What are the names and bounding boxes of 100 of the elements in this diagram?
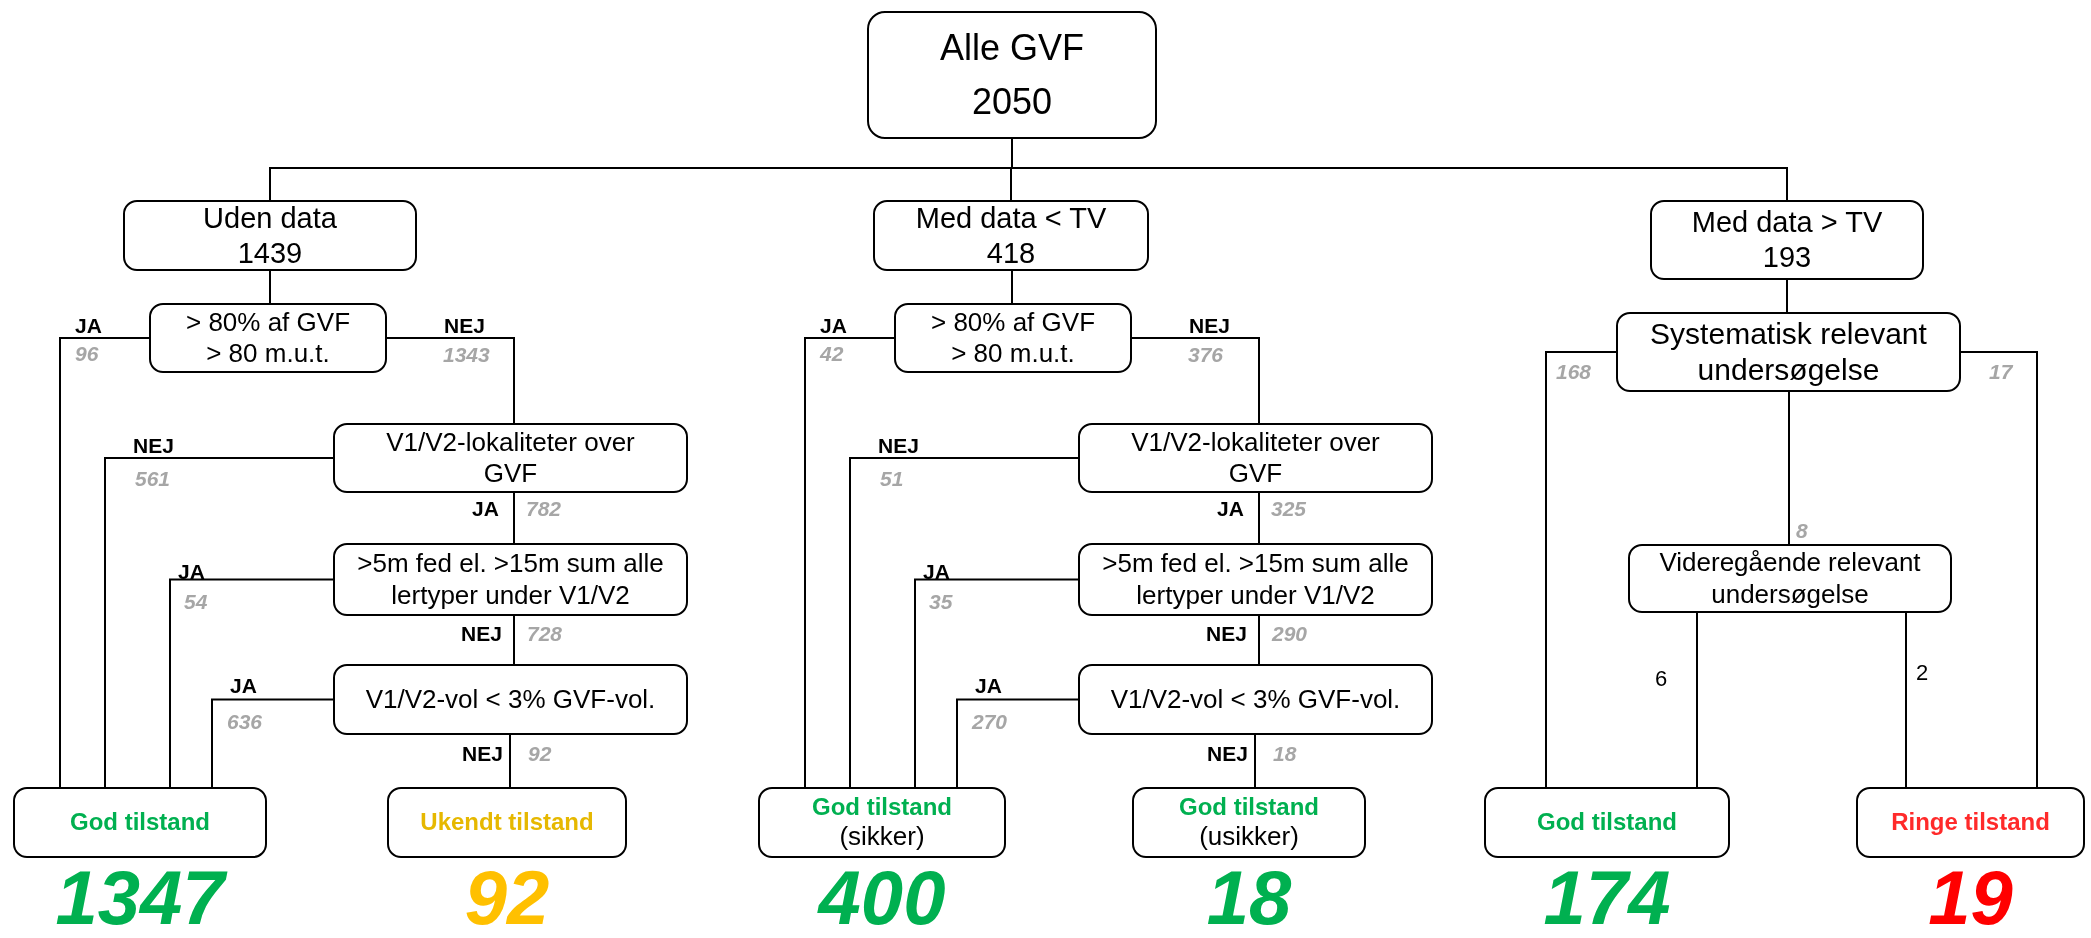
connector-line: [849, 457, 1079, 788]
connector-line: [269, 270, 271, 304]
category-box: [873, 200, 1149, 271]
count-label: 636: [227, 711, 263, 732]
decision-box: [894, 303, 1132, 373]
edge-label: JA: [820, 315, 847, 336]
node-text: V1/V2-lokaliteter over GVF: [385, 426, 636, 490]
edge-label: NEJ: [1206, 623, 1247, 644]
node-text: Alle GVF: [939, 26, 1084, 70]
result-box: [387, 787, 627, 858]
edge-label: JA: [75, 315, 102, 336]
total-count: 92: [463, 860, 551, 936]
total-count: 400: [816, 860, 947, 936]
edge-label: JA: [472, 498, 499, 519]
root-box: [867, 11, 1157, 139]
result-label: God tilstand: [812, 792, 952, 822]
connector-line: [1786, 279, 1788, 313]
decision-box: [1078, 664, 1433, 735]
count-label: 54: [184, 591, 208, 612]
category-box: [123, 200, 417, 271]
result-note: (usikker): [1199, 821, 1299, 853]
decision-box: [1616, 312, 1961, 392]
total-count: 174: [1542, 860, 1672, 936]
decision-box: [333, 543, 688, 616]
result-box: [13, 787, 267, 858]
connector-line: [509, 734, 511, 788]
node-text: > 80 m.u.t.: [951, 338, 1075, 370]
node-text: Videregående relevant undersøgelse: [1658, 547, 1922, 610]
edge-label: JA: [230, 675, 257, 696]
node-text: Med data < TV: [915, 200, 1107, 236]
edge-label: NEJ: [878, 435, 919, 456]
count-label: 18: [1273, 743, 1297, 764]
count-label: 270: [972, 711, 1008, 732]
edge-label: JA: [1217, 498, 1244, 519]
node-text: V1/V2-lokaliteter over GVF: [1130, 426, 1381, 490]
edge-label: NEJ: [1207, 743, 1248, 764]
result-box: [1856, 787, 2085, 858]
node-text: V1/V2-vol < 3% GVF-vol.: [1110, 683, 1401, 716]
node-text: >5m fed el. >15m sum alle lertyper under V1/V2: [1102, 548, 1409, 611]
result-note: (sikker): [839, 821, 925, 853]
category-box: [1650, 200, 1924, 280]
count-label: 42: [820, 343, 844, 364]
connector-line: [1788, 391, 1790, 545]
connector-line: [169, 578, 334, 788]
count-value: 1439: [237, 235, 303, 271]
connector-line: [386, 337, 515, 424]
connector-line: [211, 698, 334, 788]
edge-label: NEJ: [462, 743, 503, 764]
count-label: 325: [1271, 498, 1307, 519]
connector-line: [1254, 734, 1256, 788]
node-text: > 80 m.u.t.: [206, 338, 330, 370]
connector-line: [1960, 351, 2038, 788]
node-text: > 80% af GVF: [931, 306, 1095, 338]
connector-line: [1545, 351, 1617, 788]
result-box: [758, 787, 1006, 858]
edge-label: 6: [1655, 668, 1668, 690]
edge-label: NEJ: [133, 435, 174, 456]
connector-line: [59, 337, 150, 788]
count-value: 418: [986, 235, 1036, 271]
result-label: God tilstand: [1179, 792, 1319, 822]
result-label: Ukendt tilstand: [420, 808, 594, 837]
node-text: Uden data: [203, 200, 337, 236]
edge-label: NEJ: [444, 315, 485, 336]
connector-line: [1696, 612, 1698, 788]
decision-box: [1078, 543, 1433, 616]
connector-line: [1905, 612, 1907, 788]
decision-box: [333, 423, 688, 493]
connector-line: [513, 492, 515, 544]
result-box: [1132, 787, 1366, 858]
count-label: 92: [528, 743, 552, 764]
connector-line: [804, 337, 895, 788]
count-value: 193: [1762, 240, 1812, 275]
decision-box: [333, 664, 688, 735]
result-label: Ringe tilstand: [1891, 808, 2050, 837]
count-value: 2050: [971, 80, 1053, 124]
edge-label: 2: [1916, 662, 1929, 684]
node-text: Med data > TV: [1691, 205, 1883, 240]
node-text: V1/V2-vol < 3% GVF-vol.: [365, 683, 656, 716]
count-label: 35: [929, 591, 953, 612]
count-label: 376: [1188, 344, 1224, 365]
connector-line: [956, 698, 1079, 788]
connector-line: [104, 457, 334, 788]
count-label: 782: [526, 498, 562, 519]
edge-label: JA: [975, 675, 1002, 696]
total-count: 19: [1927, 860, 2014, 936]
result-label: God tilstand: [70, 808, 210, 837]
result-box: [1484, 787, 1730, 858]
total-count: 18: [1205, 860, 1293, 936]
connector-line: [1258, 615, 1260, 665]
count-label: 728: [527, 623, 563, 644]
total-count: 1347: [0, 860, 307, 936]
count-label: 1343: [443, 344, 490, 365]
count-label: 17: [1989, 361, 2013, 382]
node-text: >5m fed el. >15m sum alle lertyper under V1/V2: [357, 548, 664, 611]
count-label: 561: [135, 468, 171, 489]
edge-label: NEJ: [1189, 315, 1230, 336]
connector-line: [914, 578, 1079, 788]
node-text: Systematisk relevant undersøgelse: [1649, 316, 1928, 388]
count-label: 8: [1796, 520, 1808, 541]
decision-box: [1628, 544, 1952, 613]
